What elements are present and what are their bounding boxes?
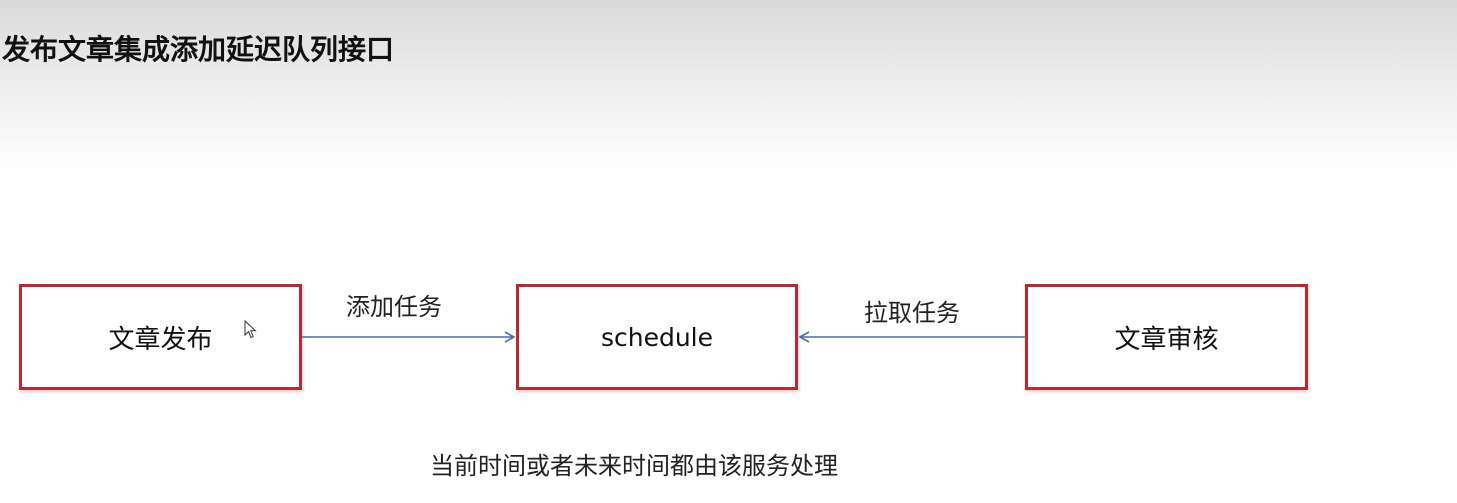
node-schedule: schedule — [516, 284, 798, 390]
node-schedule-label: schedule — [600, 322, 714, 352]
node-article-publish: 文章发布 — [19, 284, 302, 390]
edge-label-add-task: 添加任务 — [346, 293, 442, 321]
node-article-review-label: 文章审核 — [1114, 324, 1219, 355]
page-title: 发布文章集成添加延迟队列接口 — [2, 33, 395, 66]
node-article-review: 文章审核 — [1025, 284, 1308, 390]
slide-header — [0, 0, 1457, 170]
mouse-pointer-icon — [244, 320, 257, 339]
edge-label-pull-task: 拉取任务 — [864, 299, 960, 327]
node-article-publish-label: 文章发布 — [108, 324, 213, 355]
diagram-note: 当前时间或者未来时间都由该服务处理 — [430, 452, 838, 480]
